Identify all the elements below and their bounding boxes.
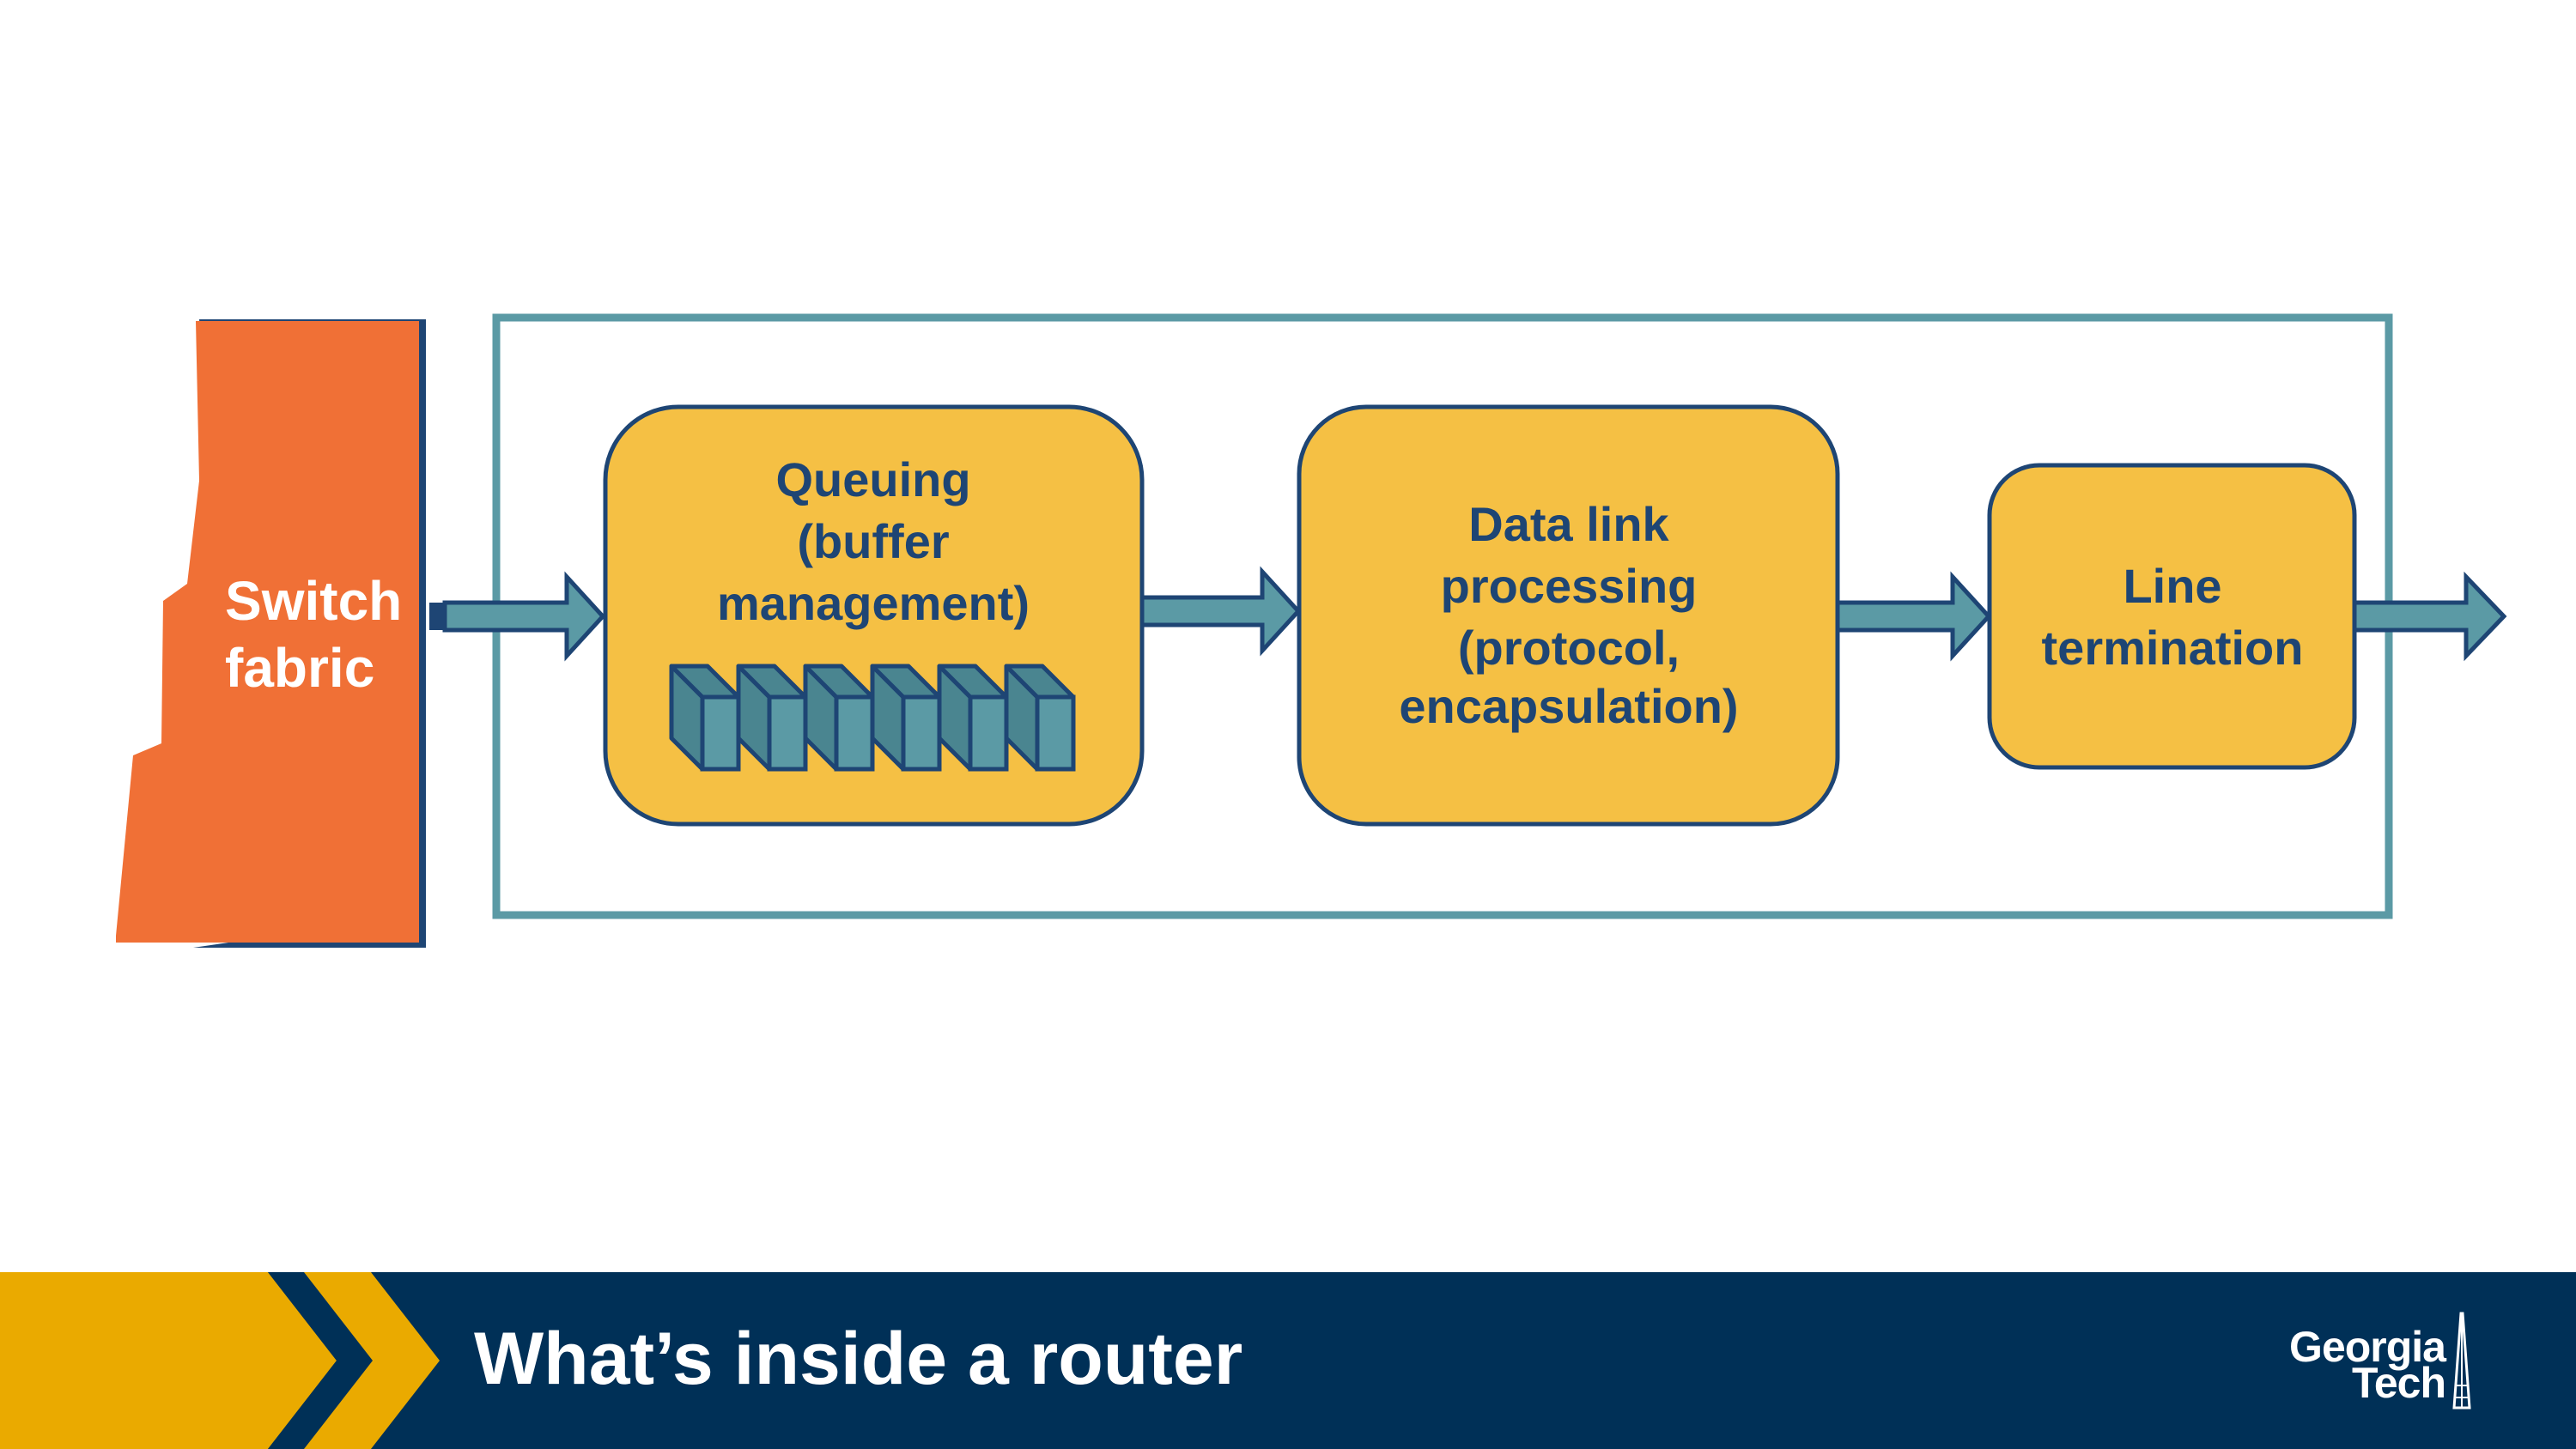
banner-gold-block bbox=[0, 1272, 337, 1449]
logo-line1: Georgia bbox=[2289, 1323, 2447, 1371]
queuing-label-line2: (buffer bbox=[797, 514, 949, 568]
arrow-line-termination-out bbox=[2342, 571, 2507, 662]
arrow-shape bbox=[442, 571, 606, 662]
queuing-box: Queuing (buffer management) bbox=[603, 404, 1145, 827]
slide-title: What’s inside a router bbox=[474, 1318, 1242, 1400]
banner-gold-chevron bbox=[304, 1272, 440, 1449]
queuing-label-line3: management) bbox=[717, 576, 1030, 630]
data-link-box: Data link processing (protocol, encapsul… bbox=[1297, 404, 1840, 827]
switch-fabric-label-line1: Switch bbox=[225, 570, 402, 632]
arrow-queuing-to-datalink bbox=[1125, 566, 1302, 657]
switch-fabric-shape bbox=[116, 321, 419, 943]
arrow-tail-block bbox=[429, 603, 447, 630]
title-banner: What’s inside a router bbox=[0, 1272, 2576, 1449]
line-termination-label-line2: termination bbox=[2042, 621, 2304, 675]
arrow-shape bbox=[1138, 566, 1302, 657]
arrow-shape bbox=[2342, 571, 2507, 662]
arrow-fabric-to-queuing bbox=[429, 571, 606, 662]
line-termination-label-line1: Line bbox=[2123, 559, 2221, 613]
line-termination-box: Line termination bbox=[1987, 463, 2357, 770]
data-link-box-shape bbox=[1297, 404, 1840, 827]
switch-fabric: Switch fabric bbox=[116, 319, 426, 948]
arrow-datalink-to-line-termination bbox=[1815, 571, 1992, 662]
data-link-label-line3: (protocol, bbox=[1458, 621, 1680, 675]
data-link-label-line1: Data link bbox=[1468, 497, 1669, 551]
data-link-label-line2: processing bbox=[1441, 559, 1698, 613]
tech-tower-icon bbox=[2452, 1312, 2471, 1410]
switch-fabric-label-line2: fabric bbox=[225, 637, 374, 699]
buffer-block bbox=[669, 664, 741, 772]
buffer-block bbox=[803, 664, 875, 772]
data-link-label-line4: encapsulation) bbox=[1399, 679, 1738, 733]
logo-line2: Tech bbox=[2352, 1359, 2445, 1407]
buffer-block bbox=[870, 664, 942, 772]
georgia-tech-logo: Georgia Tech bbox=[2289, 1312, 2471, 1410]
buffer-block bbox=[736, 664, 808, 772]
queuing-label-line1: Queuing bbox=[775, 452, 970, 506]
arrow-shape bbox=[1828, 571, 1992, 662]
buffer-block bbox=[1004, 664, 1076, 772]
banner-navy-chevron bbox=[268, 1272, 373, 1449]
line-termination-box-shape bbox=[1987, 463, 2357, 770]
buffer-queue bbox=[669, 664, 1076, 772]
